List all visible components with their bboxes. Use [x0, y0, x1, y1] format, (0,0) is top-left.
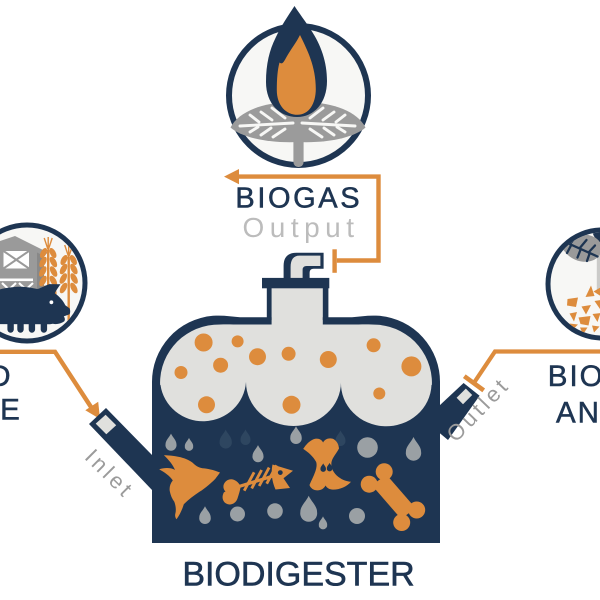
svg-text:BIOGAS: BIOGAS — [235, 182, 362, 214]
svg-text:BIOFERTILIZER: BIOFERTILIZER — [548, 360, 600, 393]
svg-text:WASTE: WASTE — [0, 393, 22, 426]
svg-text:Output: Output — [242, 212, 359, 243]
svg-text:FOOD: FOOD — [0, 360, 13, 393]
svg-text:AND COMPOST: AND COMPOST — [556, 397, 600, 430]
svg-text:BIODIGESTER: BIODIGESTER — [182, 556, 414, 594]
